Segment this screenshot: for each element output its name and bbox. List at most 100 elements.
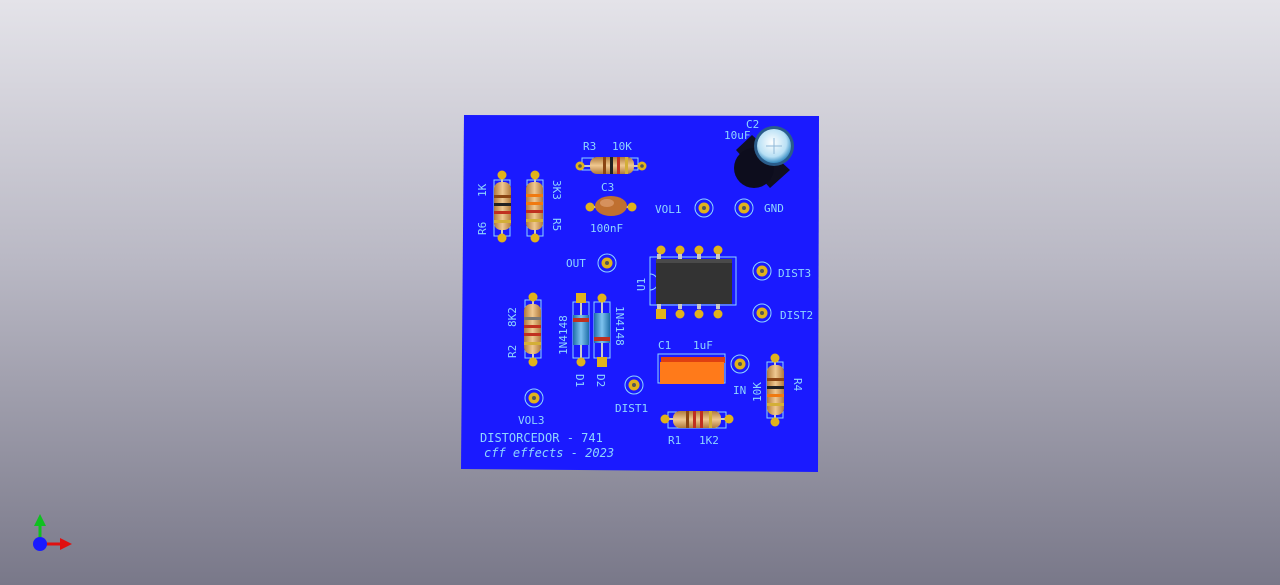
connector-out[interactable]: OUT	[566, 253, 617, 273]
r5-band	[526, 219, 543, 222]
c1-value-label: 1uF	[693, 339, 713, 352]
resistor-r3[interactable]: R3 10K	[575, 140, 647, 174]
r6-band	[494, 203, 511, 206]
u1-pin1-square	[656, 309, 666, 319]
resistor-r5[interactable]: 3K3 R5	[526, 170, 563, 243]
r4-band	[767, 394, 784, 397]
u1-outline	[649, 256, 737, 306]
r2-pad1	[528, 292, 538, 302]
r2-body	[524, 304, 541, 354]
u1-leg	[657, 254, 661, 260]
r3-band	[625, 157, 628, 174]
y-axis-arrow-icon	[34, 514, 46, 526]
dist1-outline	[624, 375, 644, 395]
r3-pad1-hole	[578, 164, 582, 168]
r3-ref-label: R3	[583, 140, 596, 153]
capacitor-c2[interactable]: C2 10uF	[724, 118, 794, 188]
c1-body	[660, 362, 724, 384]
u1-leg	[678, 303, 682, 309]
r4-value-label: 10K	[751, 382, 764, 402]
u1-pin	[656, 245, 666, 255]
capacitor-c3[interactable]: C3 100nF	[585, 181, 637, 235]
r6-band	[494, 220, 511, 223]
connector-dist1[interactable]: DIST1	[615, 375, 648, 415]
r1-ref-label: R1	[668, 434, 681, 447]
u1-leg	[697, 303, 701, 309]
u1-pin	[694, 245, 704, 255]
r5-value-label: 3K3	[550, 180, 563, 200]
r6-value-label: 1K	[476, 183, 489, 197]
out-hole	[605, 261, 609, 265]
connector-vol1[interactable]: VOL1	[655, 198, 714, 218]
r2-value-label: 8K2	[506, 307, 519, 327]
resistor-r1[interactable]: R1 1K2	[660, 411, 734, 447]
ic-u1[interactable]: U1	[635, 245, 737, 320]
u1-ref-label: U1	[635, 278, 648, 291]
u1-body	[656, 259, 732, 304]
board-title: DISTORCEDOR - 741	[480, 431, 603, 445]
d2-ref-label: D2	[594, 374, 607, 387]
r2-band	[524, 317, 541, 320]
r2-band	[524, 325, 541, 328]
d2-body	[594, 313, 610, 343]
d1-ref-label: D1	[573, 374, 586, 387]
z-axis-dot-icon	[33, 537, 47, 551]
diode-d2[interactable]: 1N4148 D2	[593, 293, 626, 388]
gnd-outline	[734, 198, 754, 218]
u1-pin	[713, 245, 723, 255]
out-label: OUT	[566, 257, 586, 270]
vol3-outline	[524, 388, 544, 408]
vol1-hole	[702, 206, 706, 210]
dist1-hole	[632, 383, 636, 387]
connector-gnd[interactable]: GND	[734, 198, 784, 218]
dist1-label: DIST1	[615, 402, 648, 415]
connector-dist2[interactable]: DIST2	[752, 303, 813, 323]
c2-ref-label: C2	[746, 118, 759, 131]
r3-band	[610, 157, 613, 174]
capacitor-c1[interactable]: C1 1uF	[657, 339, 726, 384]
resistor-r2[interactable]: 8K2 R2	[506, 292, 542, 367]
r2-pad2	[528, 357, 538, 367]
resistor-r4[interactable]: 10K R4	[751, 353, 804, 427]
x-axis-arrow-icon	[60, 538, 72, 550]
connector-vol3[interactable]: VOL3	[518, 388, 545, 427]
r4-band	[767, 378, 784, 381]
r6-pad2	[497, 233, 507, 243]
in-outline	[730, 354, 750, 374]
r2-ref-label: R2	[506, 345, 519, 358]
r1-body	[673, 411, 721, 428]
in-hole	[738, 362, 742, 366]
c3-highlight	[600, 199, 614, 207]
diode-d1[interactable]: 1N4148 D1	[557, 293, 590, 387]
c3-pad1	[585, 202, 595, 212]
connector-dist3[interactable]: DIST3	[752, 261, 811, 281]
r5-pad1	[530, 170, 540, 180]
c3-value-label: 100nF	[590, 222, 623, 235]
vol1-outline	[694, 198, 714, 218]
d2-pad2-square	[597, 357, 607, 367]
c3-ref-label: C3	[601, 181, 614, 194]
resistor-r6[interactable]: 1K R6	[476, 170, 511, 243]
d1-body	[573, 315, 589, 345]
pcb-board[interactable]: R3 10K C3 100nF C2 10uF	[461, 115, 819, 472]
dist3-hole	[760, 269, 764, 273]
r5-band	[526, 210, 543, 213]
connector-in[interactable]: IN	[730, 354, 750, 397]
u1-leg	[716, 254, 720, 260]
r5-band	[526, 194, 543, 197]
r1-pad2	[724, 414, 734, 424]
d1-pad1-square	[576, 293, 586, 303]
d1-value-label: 1N4148	[557, 315, 570, 355]
r4-ref-label: R4	[791, 378, 804, 392]
c3-pad2	[627, 202, 637, 212]
c1-top-edge	[661, 357, 725, 363]
in-label: IN	[733, 384, 746, 397]
r5-ref-label: R5	[550, 218, 563, 231]
u1-pin	[675, 309, 685, 319]
u1-leg	[697, 254, 701, 260]
r4-body	[767, 365, 784, 415]
vol3-hole	[532, 396, 536, 400]
r6-band	[494, 211, 511, 214]
c2-value-label: 10uF	[724, 129, 751, 142]
